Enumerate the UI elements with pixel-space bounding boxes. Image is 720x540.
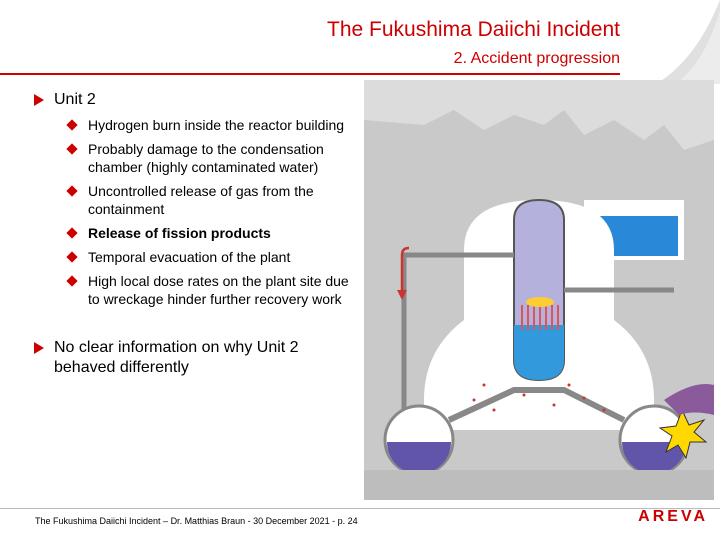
building-roof-damage (364, 80, 714, 150)
diamond-bullet-icon (66, 251, 78, 263)
list-item: Release of fission products (54, 224, 354, 242)
fuel-rods (521, 305, 559, 330)
list-item-text: High local dose rates on the plant site … (88, 273, 349, 307)
slide-title: The Fukushima Daiichi Incident (327, 18, 620, 41)
list-item-text: Release of fission products (88, 225, 271, 241)
section-heading-conclusion: No clear information on why Unit 2 behav… (34, 338, 354, 378)
foundation (364, 470, 714, 500)
release-arrow (400, 246, 410, 290)
diamond-bullet-icon (66, 185, 78, 197)
diamond-bullet-icon (66, 143, 78, 155)
list-item: Temporal evacuation of the plant (54, 248, 354, 266)
diamond-bullet-icon (66, 227, 78, 239)
triangle-bullet-icon (34, 342, 44, 354)
list-item-text: Hydrogen burn inside the reactor buildin… (88, 117, 345, 133)
downcomer-pipe (447, 387, 626, 423)
reactor-diagram (364, 80, 714, 500)
vessel-water (514, 325, 564, 380)
core-glow (526, 297, 554, 307)
leak-plume (664, 384, 714, 415)
areva-logo: AREVA (638, 508, 708, 525)
triangle-bullet-icon (34, 94, 44, 106)
vent-pipe (401, 252, 514, 410)
diamond-bullet-icon (66, 119, 78, 131)
section-heading-text: No clear information on why Unit 2 behav… (54, 339, 299, 376)
list-item: Uncontrolled release of gas from the con… (54, 182, 354, 218)
list-item-text: Temporal evacuation of the plant (88, 249, 291, 265)
contamination-dots (472, 383, 606, 412)
section-heading-text: Unit 2 (54, 91, 96, 108)
section-heading-unit2: Unit 2 (34, 90, 354, 110)
list-item-text: Probably damage to the condensation cham… (88, 141, 324, 175)
release-arrow-head (397, 290, 407, 300)
bullet-list: Unit 2 Hydrogen burn inside the reactor … (34, 90, 354, 384)
title-divider (0, 73, 620, 75)
list-item: Hydrogen burn inside the reactor buildin… (54, 116, 354, 134)
diamond-bullet-icon (66, 275, 78, 287)
corner-decoration-icon (656, 0, 720, 84)
list-item-text: Uncontrolled release of gas from the con… (88, 183, 314, 217)
slide-subtitle: 2. Accident progression (453, 50, 620, 67)
torus-left-water (387, 442, 451, 474)
list-item: Probably damage to the condensation cham… (54, 140, 354, 176)
list-item: High local dose rates on the plant site … (54, 272, 354, 308)
explosion-icon (658, 408, 708, 460)
footer-text: The Fukushima Daiichi Incident – Dr. Mat… (35, 516, 358, 526)
footer-divider (0, 508, 720, 509)
